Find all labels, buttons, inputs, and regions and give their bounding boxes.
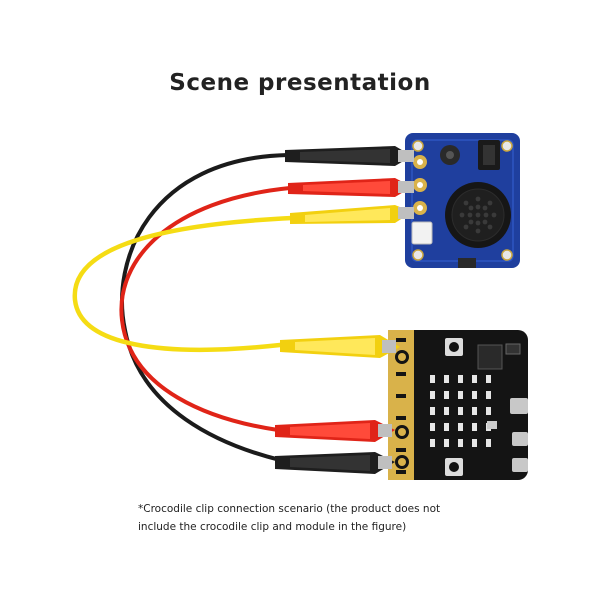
side-button <box>512 458 528 472</box>
slide-switch <box>458 258 476 268</box>
yellow-clip-bottom <box>280 335 400 358</box>
black-wire <box>120 153 290 462</box>
mounting-hole <box>501 140 513 152</box>
black-clip-top <box>285 146 414 166</box>
mounting-hole <box>412 249 424 261</box>
led-matrix <box>430 375 491 447</box>
microcontroller-board <box>388 330 528 480</box>
red-wire <box>119 186 292 432</box>
pin-header <box>411 221 433 245</box>
yellow-wire <box>72 215 295 353</box>
mounting-hole <box>501 249 513 261</box>
scene-title: Scene presentation <box>169 70 431 96</box>
caption-line: *Crocodile clip connection scenario (the… <box>138 503 441 515</box>
mcu-chip <box>477 344 503 370</box>
usb-port <box>510 398 528 414</box>
red-clip-bottom <box>275 420 395 442</box>
caption-line: include the crocodile clip and module in… <box>138 521 407 533</box>
wires <box>72 153 295 462</box>
mounting-hole <box>412 140 424 152</box>
yellow-clip-top <box>290 205 414 224</box>
audio-module <box>405 133 520 268</box>
black-clip-bottom <box>275 452 395 474</box>
scene-caption: *Crocodile clip connection scenario (the… <box>138 500 558 536</box>
side-button <box>512 432 528 446</box>
red-clip-top <box>288 178 414 197</box>
